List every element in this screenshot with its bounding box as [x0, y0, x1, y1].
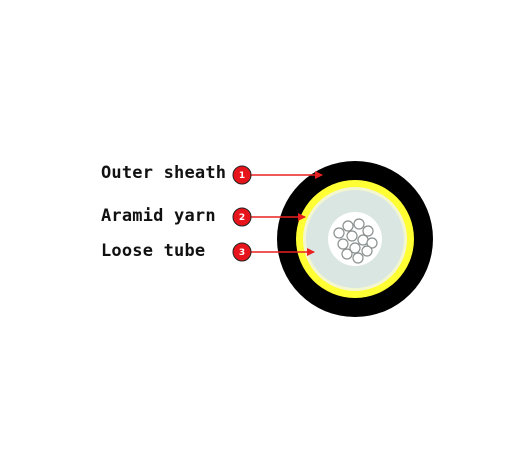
- fiber: [366, 237, 378, 249]
- fiber: [362, 225, 374, 237]
- badge-2-number: 2: [239, 213, 245, 223]
- fiber: [352, 252, 364, 264]
- optical-fibers: [333, 218, 378, 264]
- badge-2: 2: [232, 207, 252, 227]
- outer-sheath-label: Outer sheath: [101, 163, 227, 183]
- fiber: [342, 220, 354, 232]
- fiber: [346, 230, 358, 242]
- loose-tube-label: Loose tube: [101, 241, 206, 261]
- badge-1-number: 1: [239, 171, 245, 181]
- fiber: [353, 218, 365, 230]
- aramid-yarn-label: Aramid yarn: [101, 206, 216, 226]
- fiber: [341, 248, 353, 260]
- badge-1: 1: [232, 165, 252, 185]
- fiber: [333, 227, 345, 239]
- fiber: [337, 238, 349, 250]
- badge-3: 3: [232, 242, 252, 262]
- fiber: [361, 245, 373, 257]
- badge-3-number: 3: [239, 248, 245, 258]
- fiber: [349, 242, 361, 254]
